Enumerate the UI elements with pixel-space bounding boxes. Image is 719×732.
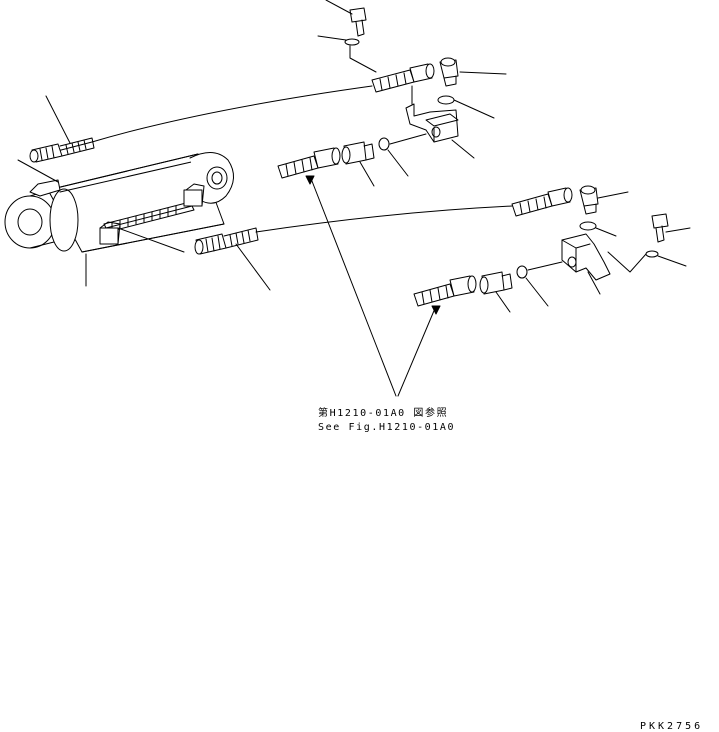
o-ring-small-lower — [516, 265, 528, 279]
o-ring-upper — [437, 95, 455, 105]
leader-elbow-lower — [597, 191, 629, 199]
o-ring-lower — [579, 221, 597, 231]
hose-fitting-right-lower — [511, 187, 573, 217]
hose-fitting-left-upper — [29, 137, 95, 163]
bolt-lower — [651, 213, 669, 243]
leader-o-ring-small-upper — [387, 149, 409, 177]
leader-o-ring-small-lower — [525, 277, 549, 307]
leader-block-upper — [451, 139, 475, 159]
leader-elbow-upper — [459, 71, 507, 75]
junction-block-lower — [561, 233, 611, 281]
cylinder-clamp-band — [17, 159, 61, 197]
leader-bolt-lower — [665, 227, 691, 233]
leader-o-ring-upper — [453, 99, 495, 119]
cylinder-barrel — [47, 153, 225, 253]
hose-fitting-right-upper — [371, 63, 435, 93]
reference-label-jp: 第H1210-01A0 図参照 — [318, 408, 449, 419]
hose-stub-lower — [413, 275, 477, 307]
leader-adapter-upper — [359, 161, 375, 187]
hose-stub-upper — [277, 147, 341, 179]
leader-block-lower — [587, 271, 601, 295]
leader-o-ring-lower — [595, 227, 617, 237]
leader-bolt-upper — [325, 0, 353, 15]
leader-adapter-lower — [495, 291, 511, 313]
hose-upper — [37, 85, 373, 157]
drawing-code: PKK2756 — [640, 721, 704, 732]
elbow-fitting-upper — [439, 57, 459, 87]
arrow-ref-lower — [397, 305, 437, 397]
leader-washer-upper — [317, 35, 347, 41]
o-ring-small-upper — [378, 137, 390, 151]
cylinder-port-base — [99, 227, 119, 245]
leader-lower-hose — [235, 243, 271, 291]
adapter-nipple-lower — [479, 271, 513, 295]
adapter-nipple-upper — [341, 141, 375, 165]
junction-block-upper — [405, 85, 459, 143]
bolt-upper — [349, 7, 367, 37]
washer-upper — [344, 38, 360, 46]
reference-label-en: See Fig.H1210-01A0 — [318, 422, 456, 433]
arrow-ref-upper — [309, 175, 397, 397]
hose-fitting-left-lower — [194, 227, 259, 255]
leader-washer-lower — [657, 255, 687, 267]
leader-upper-hose — [45, 95, 71, 144]
cylinder-port-head — [183, 189, 203, 207]
hydraulic-cylinder — [4, 152, 234, 253]
elbow-fitting-lower — [579, 185, 599, 215]
hose-lower — [117, 205, 513, 253]
washer-lower — [645, 250, 659, 258]
